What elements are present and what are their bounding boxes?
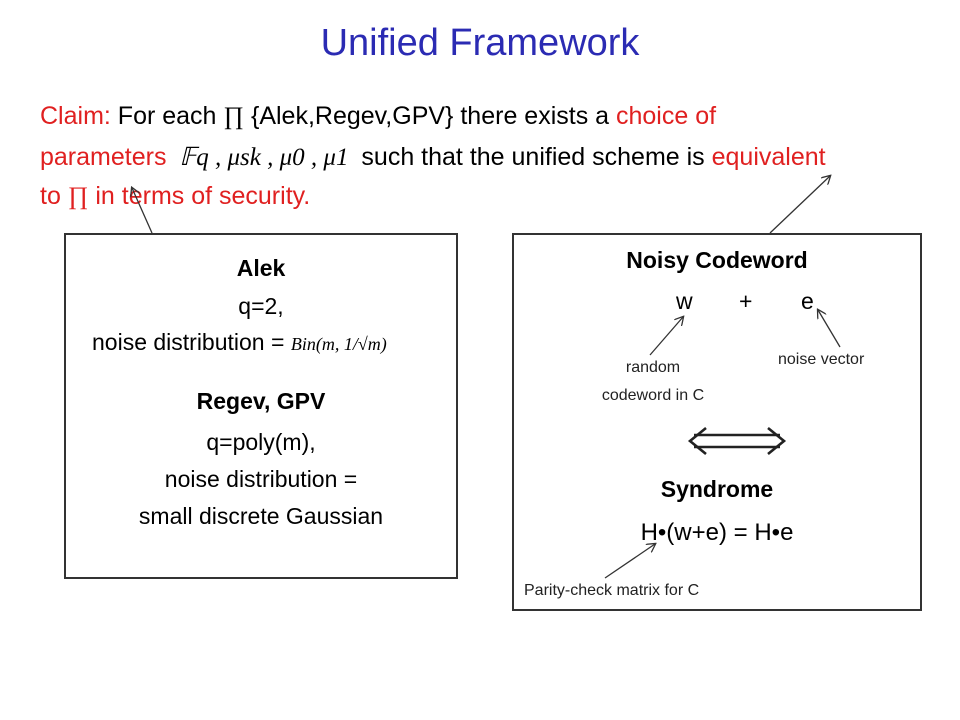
claim-set: {Alek,Regev,GPV}: [250, 102, 454, 130]
random-label: random: [625, 359, 681, 376]
claim-text-a: For each: [117, 102, 217, 130]
claim-line-1: Claim: For each ∏ {Alek,Regev,GPV} there…: [40, 98, 920, 135]
alek-q: q=2,: [238, 293, 284, 319]
alek-noise: noise distribution = Bin(m, 1/√m): [92, 329, 387, 356]
parity-check-note: Parity-check matrix for C: [524, 582, 700, 599]
claim-to-text: to: [40, 182, 61, 210]
claim-security-text: in terms of security.: [95, 182, 311, 210]
claim-text-c: there exists a: [460, 102, 610, 130]
page-title: Unified Framework: [320, 22, 640, 64]
alek-regev-box: Alek q=2, noise distribution = Bin(m, 1/…: [64, 233, 458, 579]
claim-text-b: such that the unified scheme is: [361, 143, 705, 171]
regev-noise-1: noise distribution =: [164, 466, 358, 492]
alek-title: Alek: [236, 255, 286, 281]
regev-q: q=poly(m),: [206, 429, 316, 455]
syndrome-equation: H•(w+e) = H•e: [640, 519, 794, 546]
claim-parameters-text: parameters: [40, 143, 167, 171]
parameter-list: 𝔽q , μsk , μ0 , μ1: [179, 144, 349, 171]
pi-symbol: ∏: [223, 103, 245, 130]
claim-label: Claim:: [40, 102, 111, 130]
e-symbol: e: [801, 288, 814, 314]
claim-choice-text: choice of: [616, 102, 717, 130]
alek-noise-label: noise distribution =: [92, 329, 285, 355]
binomial-formula: Bin(m, 1/√m): [290, 334, 387, 354]
codeword-box: Noisy Codeword w + e random codeword in …: [512, 233, 922, 611]
noise-vector-label: noise vector: [778, 351, 865, 368]
codeword-label: codeword in C: [601, 387, 705, 404]
regev-title: Regev, GPV: [196, 388, 326, 414]
plus-symbol: +: [739, 288, 753, 314]
pi-symbol-2: ∏: [67, 183, 89, 210]
claim-line-3: to ∏ in terms of security.: [40, 178, 920, 215]
claim-line-2: parameters 𝔽q , μsk , μ0 , μ1 such that …: [40, 139, 920, 176]
regev-noise-2: small discrete Gaussian: [138, 503, 384, 529]
syndrome-title: Syndrome: [660, 476, 774, 502]
noisy-codeword-title: Noisy Codeword: [626, 247, 808, 273]
claim-equivalent-text: equivalent: [711, 143, 826, 171]
w-symbol: w: [676, 288, 693, 314]
